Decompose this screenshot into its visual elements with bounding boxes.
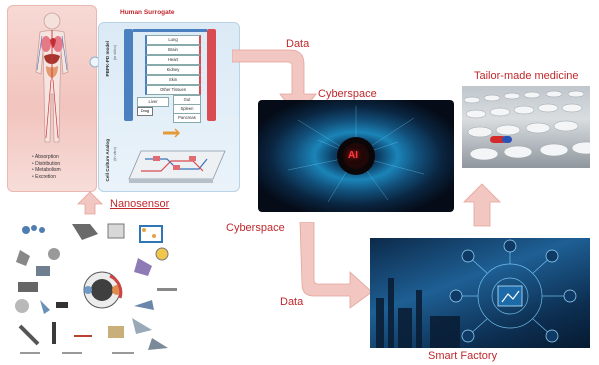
data-label-bottom: Data bbox=[280, 296, 304, 308]
human-surrogate-title: Human Surrogate bbox=[120, 9, 175, 16]
factory-to-medicine-arrow bbox=[463, 183, 501, 227]
human-body-illustration bbox=[35, 12, 69, 143]
adme-item: Absorption bbox=[32, 154, 61, 161]
data-flow-arrow-bottom bbox=[299, 222, 373, 309]
organ-box: Pancreas bbox=[173, 113, 201, 123]
cell-culture-analog-label: Cell Culture Analog bbox=[105, 139, 110, 182]
organ-box: Heart bbox=[145, 55, 201, 65]
cyberspace-label-bottom: Cyberspace bbox=[226, 222, 285, 234]
model-to-chip-connector bbox=[163, 128, 181, 138]
organ-box: Other Tissues bbox=[145, 85, 201, 95]
adme-item: Metabolism bbox=[32, 167, 61, 174]
body-adme-panel: Absorption Distribution Metabolism Excre… bbox=[7, 5, 97, 192]
adme-item: Excretion bbox=[32, 174, 61, 181]
cell-culture-in-vitro-label: (in vitro) bbox=[113, 147, 117, 161]
ai-text: AI bbox=[348, 150, 358, 161]
organ-box: Skin bbox=[145, 75, 201, 85]
ai-eye-image: AI bbox=[258, 100, 454, 212]
smart-factory-image bbox=[370, 238, 590, 348]
smart-factory-label: Smart Factory bbox=[428, 350, 498, 362]
pbpk-model-label: PBPK-PD model bbox=[105, 41, 110, 77]
top-blood-line bbox=[133, 29, 207, 32]
organ-box: Liver bbox=[137, 97, 169, 107]
arterial-blood-channel bbox=[207, 29, 216, 121]
tailor-made-medicine-label: Tailor-made medicine bbox=[474, 70, 579, 82]
organ-box: Brain bbox=[145, 45, 201, 55]
pbpk-in-silico-label: (in silico) bbox=[113, 45, 117, 60]
adme-item: Distribution bbox=[32, 161, 61, 168]
data-label-top: Data bbox=[286, 38, 310, 50]
pills-image bbox=[462, 86, 590, 168]
cyberspace-label-top: Cyberspace bbox=[318, 88, 377, 100]
pbpk-model-panel: PBPK-PD model (in silico) Lung Brain Hea… bbox=[98, 22, 240, 192]
cell-culture-chip bbox=[128, 150, 226, 183]
nanosensor-collage bbox=[12, 218, 184, 360]
venous-blood-channel bbox=[124, 29, 133, 121]
nanosensor-label: Nanosensor bbox=[110, 198, 170, 210]
nanosensor-up-arrow bbox=[77, 191, 103, 215]
drug-input-box: Drug bbox=[137, 107, 153, 116]
adme-list: Absorption Distribution Metabolism Excre… bbox=[32, 154, 61, 180]
organ-box: Lung bbox=[145, 35, 201, 45]
organ-box: Kidney bbox=[145, 65, 201, 75]
